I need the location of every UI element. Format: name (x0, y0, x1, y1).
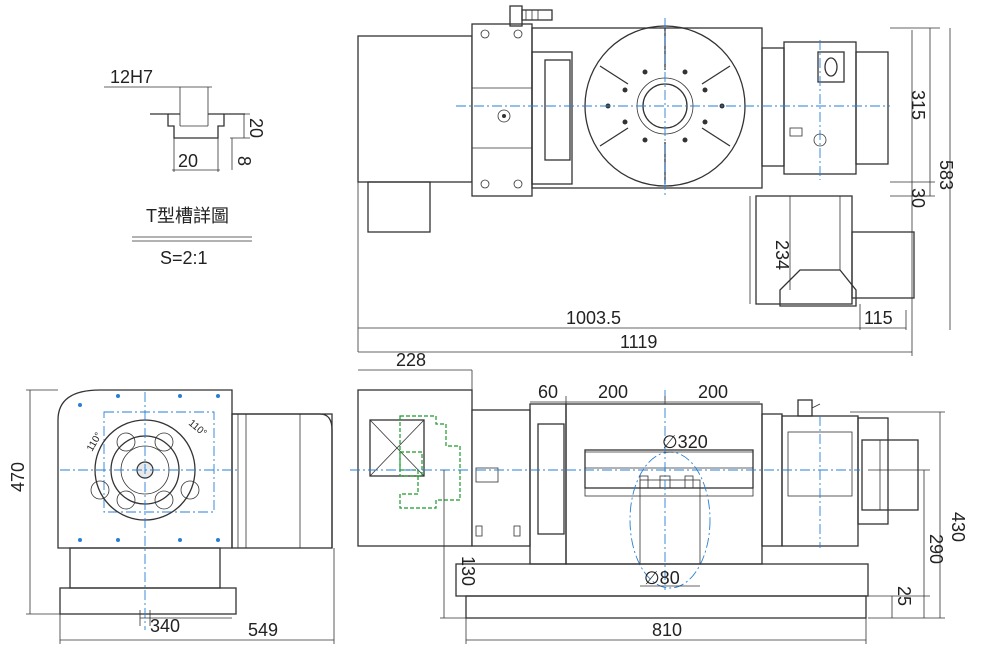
tslot-scale: S=2:1 (160, 248, 208, 268)
tslot-depth-label: 20 (246, 118, 266, 138)
front-right-mid: 290 (926, 534, 946, 564)
side-view: 110° 110° 470 340 549 (8, 389, 335, 644)
tslot-fit-label: 12H7 (110, 67, 153, 87)
front-right-low: 25 (894, 586, 914, 606)
tslot-title: T型槽詳圖 (146, 206, 229, 226)
top-length-label: 1003.5 (566, 308, 621, 328)
front-slot-c: 200 (698, 382, 728, 402)
front-base-length: 810 (652, 620, 682, 640)
top-view: 1003.5 115 1119 315 30 583 234 (357, 5, 956, 356)
side-height-label: 470 (8, 462, 28, 492)
side-angle-right: 110° (186, 418, 208, 439)
side-angle-left: 110° (85, 431, 105, 454)
tslot-detail: 12H7 20 20 8 T型槽詳圖 S=2:1 (104, 67, 266, 268)
tslot-offset-label: 8 (234, 156, 254, 166)
front-slot-b: 200 (598, 382, 628, 402)
front-right-height: 430 (948, 512, 968, 542)
front-table-dia: ∅320 (662, 432, 708, 452)
front-view: 228 60 200 200 ∅320 ∅80 130 810 430 290 … (350, 350, 968, 644)
side-total-label: 549 (248, 620, 278, 640)
top-total-height-label: 583 (936, 160, 956, 190)
top-total-length-label: 1119 (620, 332, 657, 352)
tslot-width-label: 20 (178, 151, 198, 171)
top-height-label: 315 (908, 90, 928, 120)
top-motor-offset-label: 115 (864, 308, 893, 328)
top-motor-label: 234 (772, 240, 792, 270)
front-bore-dia: ∅80 (644, 568, 680, 588)
front-motor-label: 228 (396, 350, 426, 370)
front-slot-a: 60 (538, 382, 558, 402)
top-gap-label: 30 (908, 188, 928, 208)
side-base-label: 340 (150, 616, 180, 636)
front-center-height: 130 (458, 556, 478, 586)
